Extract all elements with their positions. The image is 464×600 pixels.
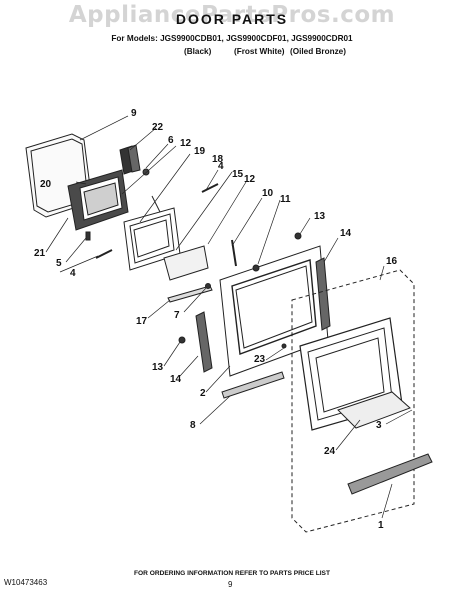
callout-7: 7	[174, 310, 180, 321]
callout-9: 9	[131, 108, 137, 119]
callout-4-lower: 4	[70, 268, 76, 279]
color-label-oiled-bronze: (Oiled Bronze)	[290, 47, 346, 56]
callout-12: 12	[180, 138, 192, 149]
callout-19: 19	[194, 146, 206, 157]
callout-22: 22	[152, 122, 164, 133]
callout-8: 8	[190, 420, 196, 431]
ordering-note: FOR ORDERING INFORMATION REFER TO PARTS …	[134, 570, 330, 577]
callout-12-lower: 12	[244, 174, 256, 185]
part-hinge-bracket	[119, 144, 150, 176]
callout-21: 21	[34, 248, 46, 259]
callout-23: 23	[254, 354, 266, 365]
part-lower-trim	[221, 371, 285, 399]
callout-6: 6	[168, 135, 174, 146]
color-label-frost-white: (Frost White)	[234, 47, 285, 56]
color-label-black: (Black)	[184, 47, 212, 56]
part-outer-door-panel	[219, 245, 329, 377]
part-side-trim	[195, 257, 331, 373]
callout-14-lower: 14	[170, 374, 182, 385]
model-numbers: For Models: JGS9900CDB01, JGS9900CDF01, …	[111, 34, 353, 43]
document-number: W10473463	[4, 578, 48, 587]
watermark-text: AppliancePartsPros.com	[68, 2, 396, 28]
callout-4-upper: 4	[218, 161, 224, 172]
part-inner-door-frame	[67, 169, 129, 231]
part-glass-strip	[163, 245, 209, 281]
callout-5: 5	[56, 258, 62, 269]
callout-17: 17	[136, 316, 148, 327]
callout-15: 15	[232, 169, 244, 180]
callout-1: 1	[378, 520, 384, 531]
callout-11: 11	[280, 194, 291, 205]
part-small-clip	[85, 183, 219, 259]
page-number: 9	[228, 580, 233, 589]
part-handle	[347, 453, 433, 495]
part-window-pack	[123, 195, 181, 271]
leader-lines	[45, 115, 413, 519]
callout-24: 24	[324, 446, 336, 457]
callout-10: 10	[262, 188, 274, 199]
callout-18: 18	[212, 154, 224, 165]
callout-13-lower: 13	[152, 362, 164, 373]
callout-2: 2	[200, 388, 206, 399]
callout-20: 20	[40, 179, 52, 190]
callout-14-upper: 14	[340, 228, 352, 239]
callout-13-upper: 13	[314, 211, 326, 222]
part-insulation	[337, 391, 411, 429]
callout-16: 16	[386, 256, 398, 267]
callout-3: 3	[376, 420, 382, 431]
page-title: DOOR PARTS	[175, 11, 289, 27]
